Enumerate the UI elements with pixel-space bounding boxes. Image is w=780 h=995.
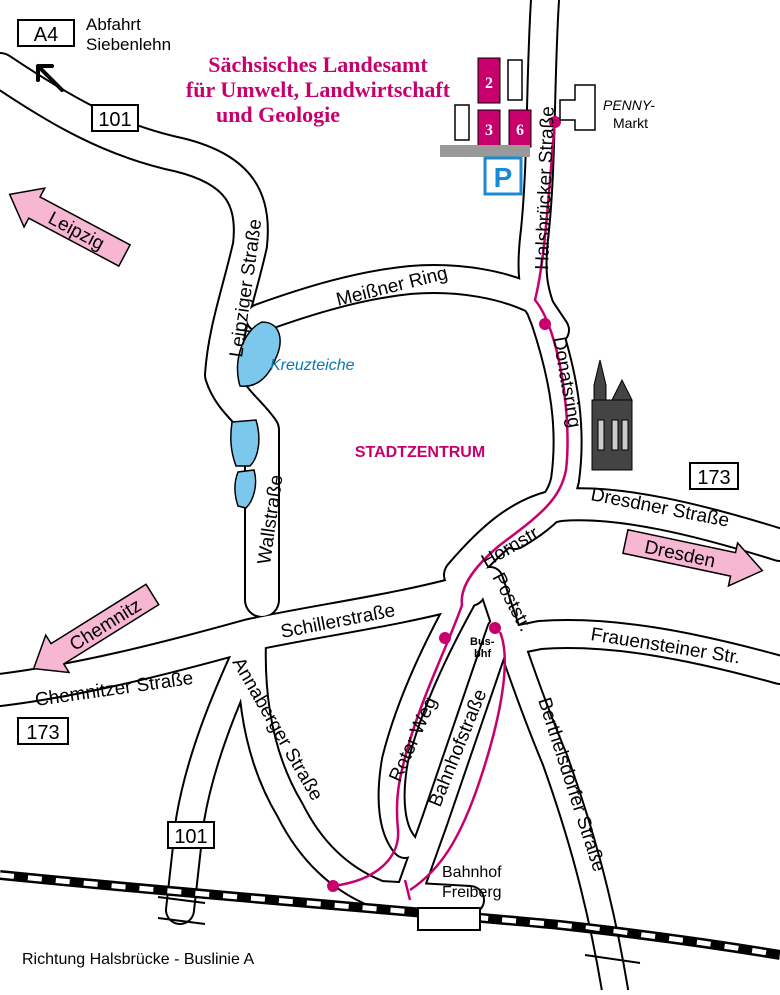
route-101-bottom	[167, 821, 215, 849]
parking-icon: P	[494, 162, 513, 193]
busbhf-label-line1: Bus-	[470, 636, 495, 648]
footer-note: Richtung Halsbrücke - Buslinie A	[22, 951, 254, 968]
rail-bridge-b101	[157, 896, 206, 925]
route-101-top-label: 101	[98, 109, 131, 131]
route-shields: A4 101 173 173 101	[17, 19, 739, 849]
pond-lower	[234, 469, 257, 509]
stadtzentrum-label: STADTZENTRUM	[355, 444, 485, 461]
route-173-right	[689, 462, 739, 490]
kreuzteiche-ponds	[230, 321, 281, 509]
penny-label-line1: PENNY-	[603, 97, 655, 113]
pond-middle	[230, 419, 260, 467]
cathedral-icon	[591, 359, 633, 471]
building-2-label: 2	[485, 75, 493, 92]
building	[507, 59, 523, 101]
route-101-top	[91, 104, 139, 132]
bahnhof-label-line2: Freiberg	[442, 884, 502, 901]
penny-building	[559, 84, 596, 131]
building	[454, 104, 470, 141]
a4-exit-line1: Abfahrt	[86, 15, 141, 34]
arrow-up-left-icon	[36, 64, 64, 92]
pond-upper	[236, 321, 281, 387]
building-6-label: 6	[516, 122, 524, 139]
a4-exit-line2: Siebenlehn	[86, 35, 171, 54]
rail-bridge-berthelsdorfer	[584, 929, 641, 964]
parking-lot	[440, 145, 530, 157]
route-173-left-label: 173	[26, 722, 59, 744]
building-2	[477, 57, 501, 104]
office-buildings: 2 3 6 P	[440, 57, 532, 196]
penny-label-line2: Markt	[613, 115, 648, 131]
parking-sign	[483, 156, 523, 196]
route-173-left	[17, 717, 69, 745]
office-title-line1: Sächsisches Landesamt	[208, 52, 428, 77]
bus-stops	[327, 116, 561, 892]
busbhf-label-line2: bhf	[474, 648, 491, 660]
bus-stop	[549, 116, 561, 128]
kreuzteiche-label: Kreuzteiche	[270, 357, 355, 374]
office-title-line3: und Geologie	[216, 102, 340, 127]
bus-stop	[327, 880, 339, 892]
bus-stop	[489, 622, 501, 634]
route-101-bottom-label: 101	[174, 826, 207, 848]
bus-stop	[539, 318, 551, 330]
bahnhof-label-line1: Bahnhof	[442, 864, 502, 881]
a4-shield-label: A4	[34, 24, 58, 46]
bus-route-line	[332, 119, 569, 901]
office-title-line2: für Umwelt, Landwirtschaft	[186, 77, 451, 102]
station-building	[417, 907, 481, 931]
railway	[0, 870, 780, 964]
route-173-right-label: 173	[697, 467, 730, 489]
bus-stop	[439, 632, 451, 644]
building-3-label: 3	[485, 122, 493, 139]
a4-shield	[17, 19, 75, 47]
